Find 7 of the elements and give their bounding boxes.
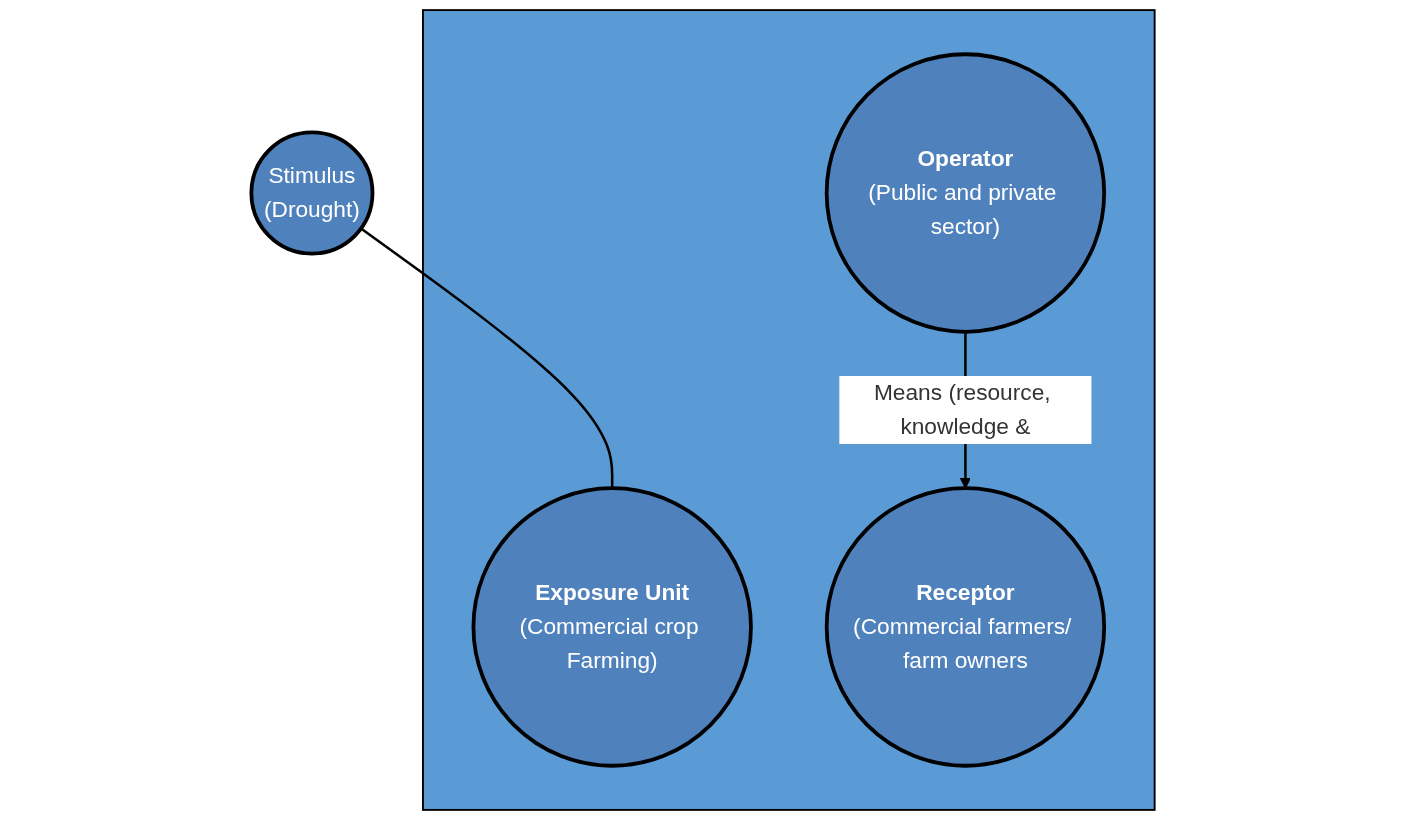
node-circle: Operator (Public and private sector) <box>824 52 1107 334</box>
node-circle: Receptor (Commercial farmers/ farm owners <box>824 486 1107 768</box>
node-circle: Stimulus (Drought) <box>249 130 375 256</box>
node-circle: Exposure Unit (Commercial crop Farming) <box>471 486 753 768</box>
connector <box>360 227 614 489</box>
cluster <box>422 9 1156 811</box>
edge-label: Means (resource, knowledge & <box>873 379 1051 440</box>
